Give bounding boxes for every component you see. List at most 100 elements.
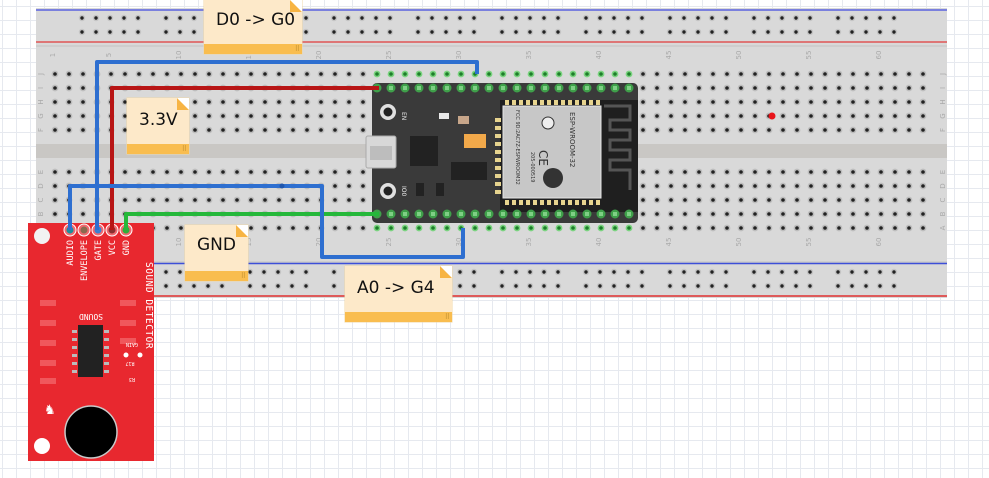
note-d0-g0[interactable]: D0 -> G0 ⠿ [204,0,302,54]
wire-audio-to-g4[interactable] [68,184,465,259]
sensor-pin-label: GATE [94,240,104,260]
rail-hole-center [80,16,84,20]
hole-center [137,198,141,202]
highlighted-hole[interactable] [768,112,776,120]
hole-center [277,72,281,76]
note-gnd[interactable]: GND ⠿ [185,225,248,281]
chip-pin [72,362,77,365]
column-label: 1 [49,53,57,57]
hole-center [207,72,211,76]
hole-center [669,86,673,90]
row-label: D [939,183,947,188]
resize-grip-icon[interactable]: ⠿ [444,313,450,321]
hole-center [207,100,211,104]
chip-pin [72,370,77,373]
hole-center [711,128,715,132]
hole-center [333,128,337,132]
chip-pin [104,330,109,333]
hole-center [921,198,925,202]
hole-center [305,170,309,174]
module-pad [505,100,509,105]
wire-gnd[interactable] [124,212,379,230]
hole-center [725,226,729,230]
rail-hole-center [710,16,714,20]
smd-pad [40,378,56,384]
esp32-pin-pad [515,212,519,216]
note-fold-icon [290,0,302,12]
hole-center [837,128,841,132]
hole-center [837,86,841,90]
hole-center [263,100,267,104]
hole-center [333,114,337,118]
hole-center [879,226,883,230]
esp32-pin-pad [417,86,421,90]
hole-center [319,72,323,76]
hole-center [641,226,645,230]
hole-center [907,100,911,104]
hole-center [655,86,659,90]
hole-center [711,72,715,76]
resize-grip-icon[interactable]: ⠿ [240,272,246,280]
hole-center [263,198,267,202]
hole-center [123,114,127,118]
resize-grip-icon[interactable]: ⠿ [181,145,187,153]
note-a0-g4[interactable]: A0 -> G4 ⠿ [345,266,452,322]
note-3v3[interactable]: 3.3V ⠿ [127,98,189,154]
rail-hole-center [668,30,672,34]
hole-center [851,226,855,230]
rail-hole-center [458,284,462,288]
module-pad [526,200,530,205]
column-label: 30 [455,238,463,247]
sensor-pin-label: VCC [108,240,118,255]
wire-gate-to-g0[interactable] [95,60,479,230]
hole-center [403,72,407,76]
hole-center [81,86,85,90]
hole-center [123,100,127,104]
hole-center [823,212,827,216]
hole-center [669,100,673,104]
hole-center [697,114,701,118]
module-pad [554,200,558,205]
rail-hole-center [850,16,854,20]
esp32-pin-pad [431,212,435,216]
module-pad [533,100,537,105]
ce-mark: CE [536,150,550,166]
rail-hole-center [472,284,476,288]
hole-center [557,226,561,230]
io0-button-cap [383,186,393,196]
hole-center [431,226,435,230]
esp32-pin-pad [459,86,463,90]
module-pad [589,200,593,205]
hole-center [641,72,645,76]
hole-center [809,72,813,76]
resize-grip-icon[interactable]: ⠿ [294,45,300,53]
hole-center [445,72,449,76]
rail-hole-center [360,30,364,34]
hole-center [893,86,897,90]
hole-center [823,114,827,118]
hole-center [165,226,169,230]
hole-center [291,198,295,202]
hole-center [697,212,701,216]
note-fold-icon [177,98,189,110]
hole-center [291,72,295,76]
hole-center [921,100,925,104]
smd-pad [40,320,56,326]
hole-center [865,226,869,230]
hole-center [207,170,211,174]
note-fold-icon [236,225,248,237]
hole-center [711,170,715,174]
antenna-trace [604,104,632,190]
hole-center [529,226,533,230]
hole-center [53,72,57,76]
en-label: EN [400,112,407,120]
rail-hole-center [514,30,518,34]
hole-center [851,128,855,132]
rail-hole-center [668,270,672,274]
chip-pin [72,354,77,357]
column-label: 5 [105,53,113,57]
wire-vcc-to-3v3[interactable] [110,86,379,230]
column-label: 15 [245,51,253,60]
esp32-devkit[interactable]: EN IO0 ESP-WROOM-32 FCC 9D:2AC7Z-ESPWROO… [365,83,638,223]
